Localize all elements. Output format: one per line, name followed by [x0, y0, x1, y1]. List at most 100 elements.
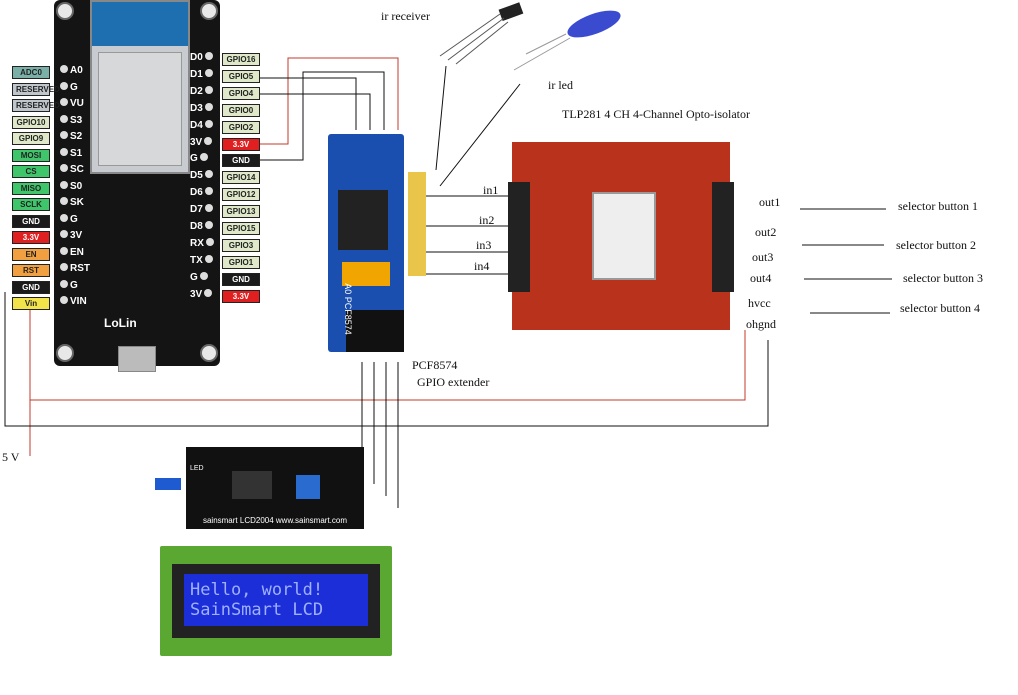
left-pin-label: 3V — [58, 230, 82, 241]
pin-dot — [204, 119, 213, 128]
right-pin-tag: GPIO1 — [222, 255, 260, 269]
ir-led-icon — [513, 10, 621, 71]
pin-name: G — [70, 279, 78, 291]
right-pin-label: D8 — [190, 221, 215, 232]
in1-label: in1 — [483, 183, 499, 197]
left-pin-tag: SCLK — [12, 198, 50, 211]
pin-dot — [199, 271, 208, 280]
right-pin-label: D2 — [190, 85, 215, 97]
right-pin-tag: GPIO2 — [222, 120, 260, 134]
right-pin-tag: GPIO14 — [222, 171, 260, 185]
pin-dot — [60, 81, 68, 90]
wire-ir-rx — [435, 65, 447, 171]
pin-dot — [204, 85, 213, 94]
left-pin-label: VU — [58, 98, 84, 109]
ir-receiver-icon — [439, 2, 524, 65]
pin-dot — [204, 136, 213, 145]
pcf-chip — [338, 190, 388, 250]
right-pin-tag: 3.3V — [222, 289, 260, 303]
left-pin-label: EN — [58, 246, 84, 258]
right-pin-label: D5 — [190, 170, 215, 181]
right-pin-label: D4 — [190, 119, 215, 131]
esp8266-module — [90, 0, 190, 174]
pin-dot — [204, 187, 213, 196]
tlp-left-header — [508, 182, 530, 292]
lcd-screen — [184, 574, 368, 626]
pin-dot — [60, 164, 68, 172]
backpack-caption: sainsmart LCD2004 www.sainsmart.com — [202, 516, 348, 525]
selector-2-label: selector button 2 — [896, 238, 976, 252]
pin-name: G — [190, 271, 198, 283]
pcf-jumpers — [342, 262, 390, 286]
right-pin-label: D6 — [190, 187, 215, 198]
wire-3v3 — [236, 57, 399, 145]
pin-dot — [204, 204, 213, 213]
led-jumper — [155, 478, 181, 490]
lcd-module: Hello, world! SainSmart LCD — [160, 546, 392, 656]
mount-hole — [56, 344, 74, 362]
pin-name: G — [70, 213, 78, 225]
pin-dot — [60, 296, 68, 304]
pin-name: EN — [70, 246, 84, 258]
pin-dot — [60, 279, 68, 288]
wire-d1 — [236, 77, 357, 130]
right-pin-label: TX — [190, 254, 215, 266]
pin-dot — [60, 213, 68, 222]
right-pin-label: G — [190, 271, 210, 283]
tlp-title: TLP281 4 CH 4-Channel Opto-isolator — [562, 107, 750, 121]
pin-dot — [204, 221, 213, 229]
right-pin-tag: GPIO0 — [222, 103, 260, 117]
pin-name: D6 — [190, 187, 203, 199]
pin-dot — [60, 180, 68, 189]
pin-name: D7 — [190, 204, 203, 216]
pin-name: D2 — [190, 85, 203, 97]
right-pin-label: D7 — [190, 204, 215, 215]
pcf-header — [408, 172, 426, 276]
left-pin-label: SK — [58, 197, 84, 208]
mount-hole — [200, 344, 218, 362]
pin-dot — [204, 254, 213, 263]
pcf-title: PCF8574 — [412, 358, 458, 372]
pin-dot — [199, 153, 208, 162]
left-pin-tag: 3.3V — [12, 231, 50, 244]
hvcc-label: hvcc — [748, 296, 771, 310]
in3-label: in3 — [476, 238, 492, 252]
right-pin-tag: GPIO3 — [222, 238, 260, 252]
pin-dot — [204, 68, 213, 77]
left-pin-label: S0 — [58, 180, 82, 192]
contrast-pot — [296, 475, 320, 499]
led-label: LED — [190, 465, 204, 472]
pin-dot — [204, 288, 213, 297]
left-pin-label: SC — [58, 164, 84, 175]
mount-hole — [56, 2, 74, 20]
right-pin-tag: GPIO15 — [222, 222, 260, 235]
selector-4-label: selector button 4 — [900, 301, 980, 315]
pin-dot — [60, 65, 68, 73]
right-pin-label: G — [190, 153, 210, 164]
backpack-chip — [232, 471, 272, 499]
pin-dot — [60, 246, 68, 255]
lcd-line-2: SainSmart LCD — [190, 600, 324, 620]
pin-name: G — [70, 81, 78, 93]
out3-label: out3 — [752, 250, 774, 264]
wire-d2 — [236, 93, 371, 130]
left-pin-tag: MOSI — [12, 148, 50, 162]
wire-gnd — [236, 71, 385, 161]
left-pin-label: G — [58, 213, 78, 225]
right-pin-tag: GPIO12 — [222, 188, 260, 202]
left-pin-tag: GND — [12, 214, 50, 228]
left-pin-label: VIN — [58, 296, 87, 307]
pin-name: SK — [70, 197, 84, 208]
tlp-chip — [592, 192, 656, 280]
pin-name: RST — [70, 263, 90, 274]
pin-name: SC — [70, 164, 84, 175]
right-pin-tag: 3.3V — [222, 137, 260, 151]
pcf-bottom-header — [346, 310, 404, 352]
pin-dot — [60, 131, 68, 139]
left-pin-tag: EN — [12, 247, 50, 261]
pin-name: 3V — [190, 288, 203, 300]
pin-name: D3 — [190, 102, 203, 114]
left-pin-label: S2 — [58, 131, 82, 142]
pin-dot — [60, 98, 68, 106]
nodemcu-board: LoLin — [54, 0, 220, 372]
